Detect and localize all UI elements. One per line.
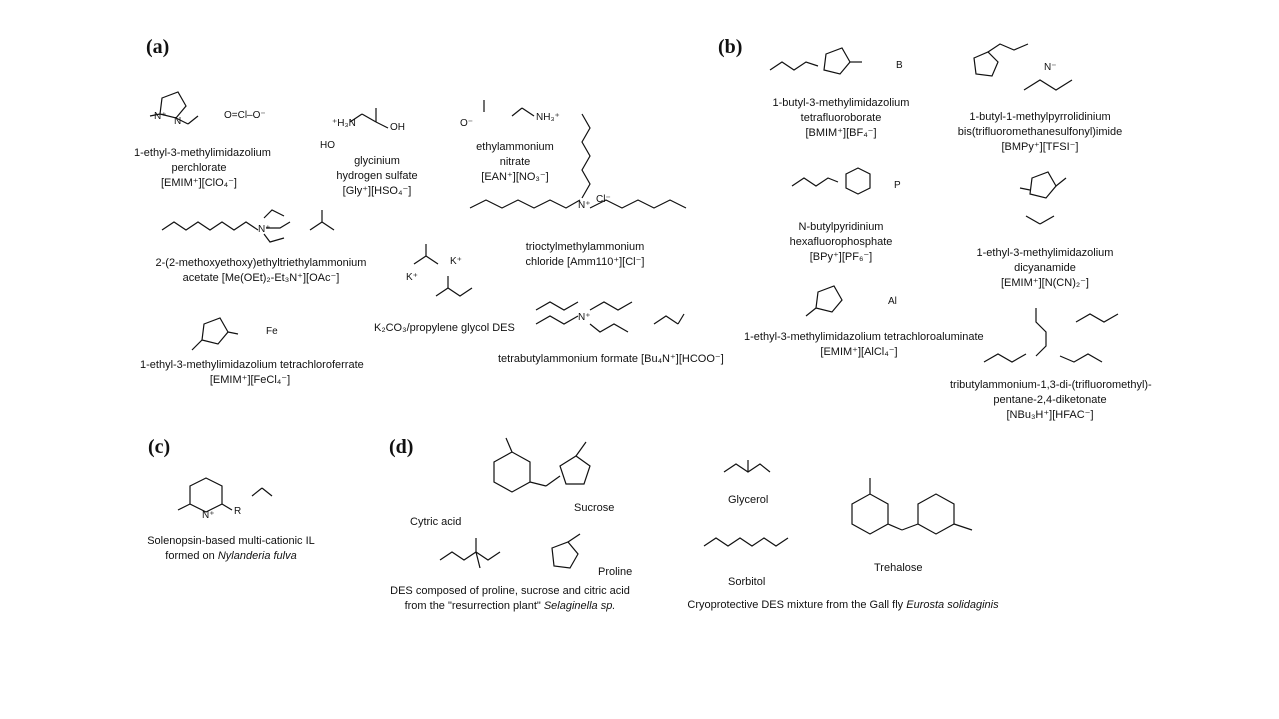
trehalose-label: Trehalose [874, 562, 923, 574]
sucrose-structure [493, 437, 591, 493]
atom-n-plus: N⁺ [154, 111, 167, 122]
meoet-caption: 2-(2-methoxyethoxy)ethyltriethylammonium… [155, 257, 367, 284]
bu4n-caption: tetrabutylammonium formate [Bu₄N⁺][HCOO⁻… [498, 353, 724, 365]
atom-r: R [234, 506, 241, 517]
atom-n-plus: N⁺ [578, 200, 591, 211]
atom-n: N [174, 116, 181, 127]
atom-nh3: NH₃⁺ [536, 112, 560, 123]
nbu3h-hfac-structure [983, 308, 1119, 363]
bu4n-structure: N⁺ [535, 301, 685, 333]
fecl4-structure: Fe [191, 317, 278, 351]
perchlorate-label: O=Cl–O⁻ [224, 110, 266, 121]
bmim-bf4-structure: B [769, 47, 903, 75]
ean-structure: O⁻ NH₃⁺ [460, 100, 560, 129]
trehalose-structure [851, 478, 973, 535]
atom-o-minus: O⁻ [460, 118, 473, 129]
atom-n-plus: N⁺ [258, 224, 271, 235]
emim-alcl4-caption: 1-ethyl-3-methylimidazolium tetrachloroa… [744, 331, 984, 358]
k2co3-structure: K⁺ K⁺ [406, 244, 473, 297]
emim-perchlorate-structure: N⁺ N O=Cl–O⁻ [149, 91, 266, 127]
atom-hso4: HO [320, 140, 335, 151]
panel-label-a: (a) [146, 36, 170, 58]
solenopsin-structure: N⁺ R [177, 477, 273, 521]
atom-p: P [894, 180, 901, 191]
glycerol-label: Glycerol [728, 494, 769, 506]
citric-acid-structure [439, 538, 501, 569]
nbu3h-hfac-caption: tributylammonium-1,3-di-(trifluoromethyl… [950, 379, 1152, 421]
citric-acid-label: Cytric acid [410, 516, 462, 528]
emim-alcl4-structure: Al [805, 285, 897, 317]
panel-label-c: (c) [148, 436, 171, 458]
glycinium-structure: ⁺H₃N OH HO [320, 108, 405, 151]
panel-label-d: (d) [389, 436, 414, 458]
sorbitol-label: Sorbitol [728, 576, 766, 588]
atom-k: K⁺ [406, 272, 418, 283]
atom-fe: Fe [266, 326, 278, 337]
des1-caption: DES composed of proline, sucrose and cit… [390, 585, 630, 612]
meoet-structure: N⁺ [161, 209, 335, 243]
amm110-structure: N⁺ Cl⁻ [469, 113, 687, 211]
atom-al: Al [888, 296, 897, 307]
glycerol-structure [723, 460, 771, 473]
atom-n-minus: N⁻ [1044, 62, 1057, 73]
atom-k: K⁺ [450, 256, 462, 267]
emim-dca-structure [1019, 171, 1067, 225]
solenopsin-caption: Solenopsin-based multi-cationic IL forme… [147, 535, 315, 562]
panel-label-b: (b) [718, 36, 743, 58]
atom-cl-minus: Cl⁻ [596, 194, 611, 205]
des2-caption: Cryoprotective DES mixture from the Gall… [687, 599, 999, 611]
proline-structure [551, 533, 581, 569]
k2co3-caption: K₂CO₃/propylene glycol DES [374, 322, 515, 334]
atom-oh: OH [390, 122, 405, 133]
sucrose-label: Sucrose [574, 502, 615, 514]
sorbitol-structure [703, 537, 789, 547]
atom-b: B [896, 60, 903, 71]
atom-n-plus: N⁺ [578, 312, 591, 323]
fecl4-caption: 1-ethyl-3-methylimidazolium tetrachlorof… [140, 359, 364, 386]
proline-label: Proline [598, 566, 633, 578]
bpy-pf6-structure: P [791, 167, 901, 195]
bmpy-tfsi-structure: N⁻ [973, 43, 1073, 91]
atom-n-plus: N⁺ [202, 510, 215, 521]
atom-h3n: ⁺H₃N [332, 118, 356, 129]
